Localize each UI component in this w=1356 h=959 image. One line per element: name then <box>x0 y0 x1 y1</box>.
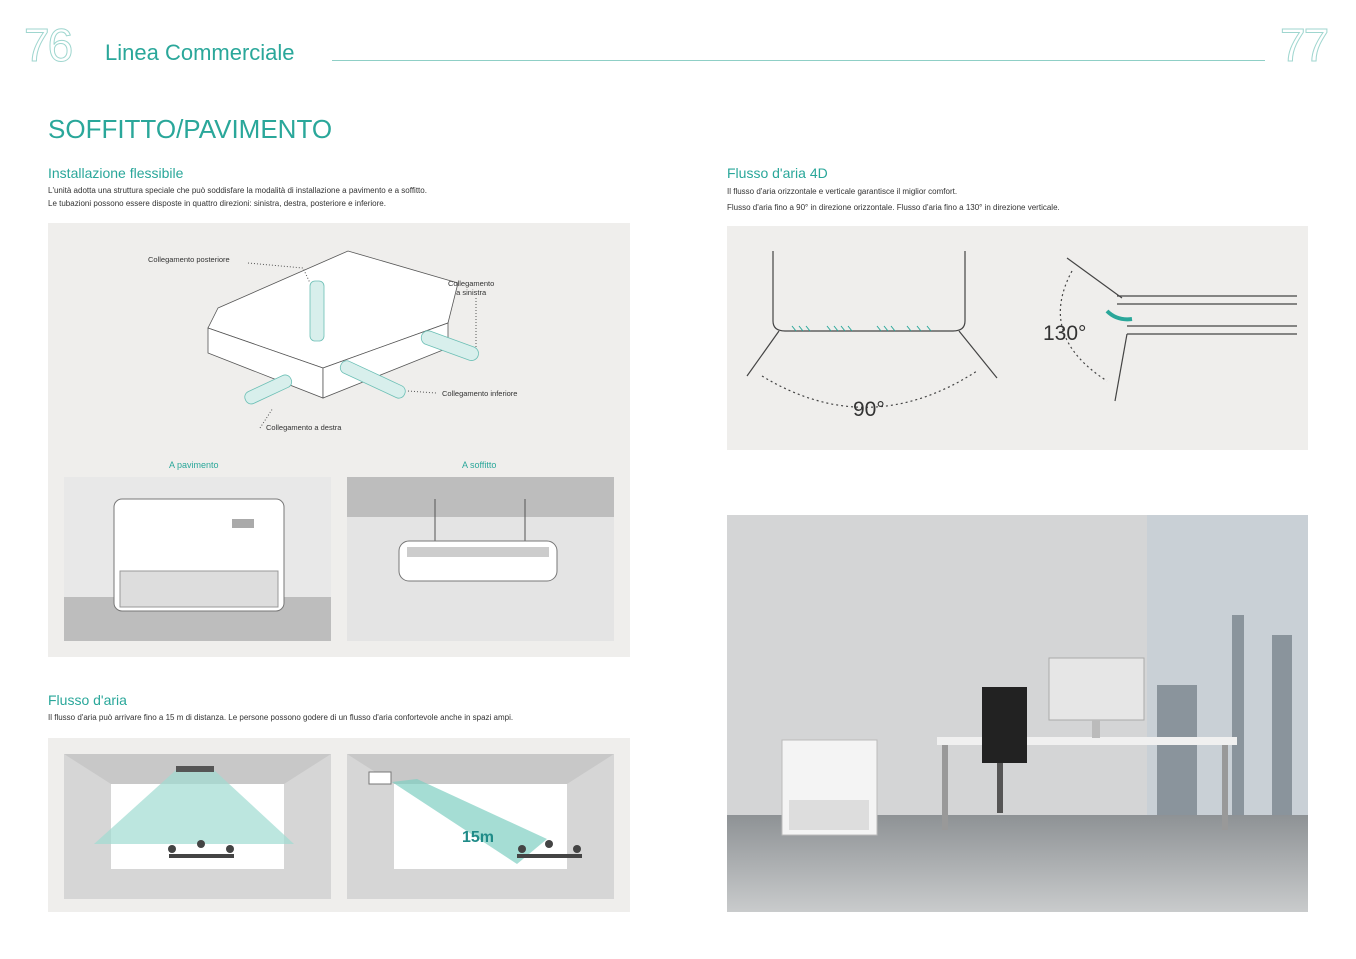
airflow4d-line: Flusso d'aria fino a 90° in direzione or… <box>727 203 1060 212</box>
airflow-distance: 15m <box>462 829 495 846</box>
airflow-text: Il flusso d'aria può arrivare fino a 15 … <box>48 713 514 722</box>
airflow-room-ceiling <box>64 754 331 899</box>
airflow4d-line: Il flusso d'aria orizzontale e verticale… <box>727 187 958 196</box>
airflow-angles-diagram <box>746 251 1297 408</box>
header-rule <box>332 60 1265 61</box>
install-line: L'unità adotta una struttura speciale ch… <box>48 186 427 195</box>
airflow-heading: Flusso d'aria <box>48 692 127 708</box>
left-page-number: 76 <box>23 19 73 72</box>
section-title: Linea Commerciale <box>105 40 295 65</box>
callout-left-line: Collegamento <box>448 279 495 288</box>
install-line: Le tubazioni possono essere disposte in … <box>48 199 386 208</box>
callout-bottom: Collegamento inferiore <box>442 389 518 398</box>
install-text: L'unità adotta una struttura speciale ch… <box>48 184 427 210</box>
airflow4d-text: Il flusso d'aria orizzontale e verticale… <box>727 184 1060 216</box>
airflow-room-side <box>347 754 614 899</box>
callout-right: Collegamento a destra <box>266 423 342 432</box>
vertical-angle-label: 130° <box>1043 322 1087 345</box>
airflow4d-heading: Flusso d'aria 4D <box>727 165 828 181</box>
install-heading: Installazione flessibile <box>48 165 184 181</box>
floor-label: A pavimento <box>169 460 219 470</box>
unit-connections-diagram <box>207 250 479 429</box>
horizontal-angle-label: 90° <box>853 398 885 421</box>
right-page-number: 77 <box>1279 19 1329 72</box>
ceiling-label: A soffitto <box>462 460 497 470</box>
airflow4d-panel: 90° 130° <box>727 226 1308 450</box>
office-photo <box>727 515 1308 912</box>
floor-install-illustration <box>64 477 331 641</box>
page-title: SOFFITTO/PAVIMENTO <box>48 114 333 144</box>
airflow-panel: 15m <box>48 738 630 912</box>
callout-rear: Collegamento posteriore <box>148 255 230 264</box>
callout-left-line: a sinistra <box>456 288 487 297</box>
ceiling-install-illustration <box>347 477 614 641</box>
